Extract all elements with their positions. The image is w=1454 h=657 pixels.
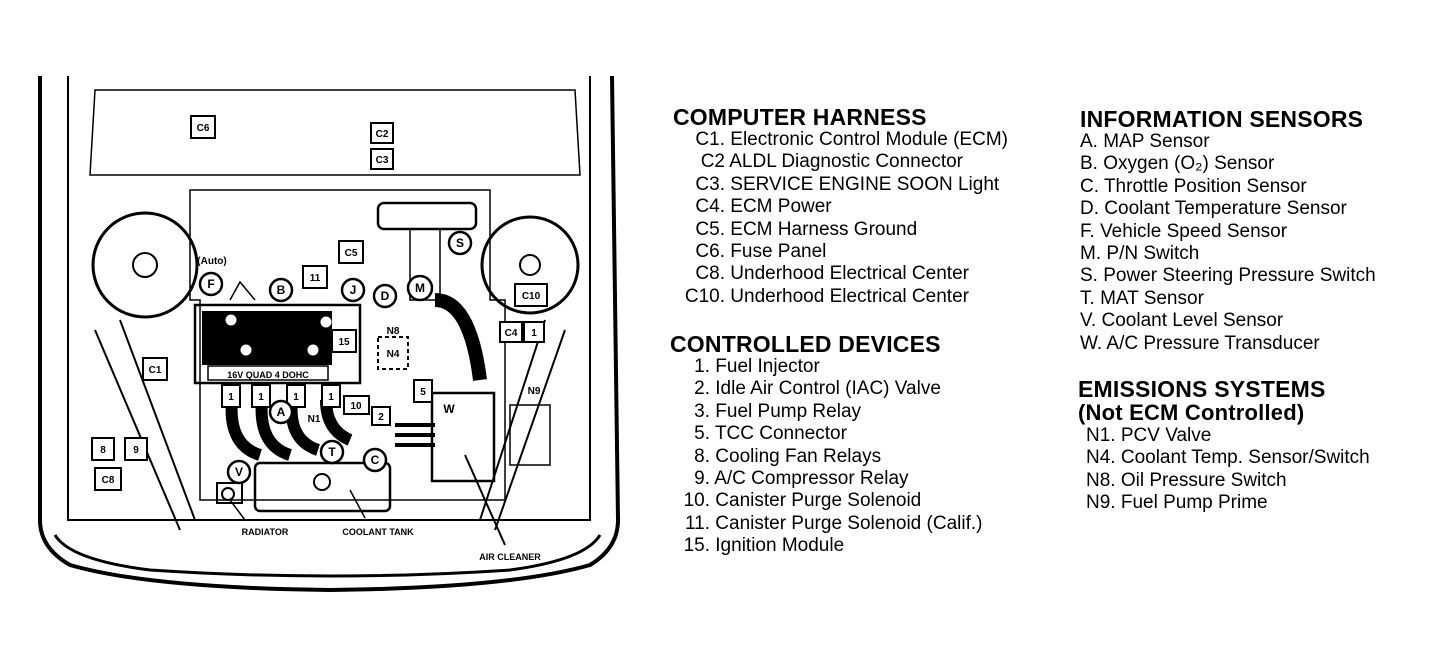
list-item: C2 ALDL Diagnostic Connector	[700, 151, 963, 173]
computer-harness-list: C1. Electronic Control Module (ECM) C2 A…	[673, 129, 1008, 308]
list-item: N1. PCV Valve	[1086, 425, 1212, 446]
emissions-systems-list: N1. PCV Valve N4. Coolant Temp. Sensor/S…	[1078, 425, 1370, 515]
list-item: C. Throttle Position Sensor	[1080, 175, 1307, 197]
callout-d: D	[381, 289, 390, 303]
right-strut-tower	[480, 215, 580, 315]
list-item: C1. Electronic Control Module (ECM)	[695, 129, 1008, 150]
callout-f: F	[207, 277, 214, 291]
valve-cover	[193, 303, 362, 385]
callout-c10: C10	[522, 291, 541, 302]
callout-r2: 2	[378, 412, 384, 423]
information-sensors-list: A. MAP Sensor B. Oxygen (O₂) Sensor C. T…	[1080, 131, 1376, 355]
callout-c1: C1	[149, 365, 162, 376]
callout-r9: 9	[133, 445, 139, 456]
engine-compartment-diagram: C6 C2 C3 C5 C10 C4 1 C1 C8 8 9 11 15 5 1…	[38, 75, 621, 593]
controlled-devices-section: CONTROLLED DEVICES 1. Fuel Injector 2. I…	[670, 332, 982, 558]
callout-n1: N1	[308, 414, 321, 425]
list-item: D. Coolant Temperature Sensor	[1080, 198, 1347, 220]
callout-r11: 11	[310, 273, 321, 284]
list-item: 9. A/C Compressor Relay	[694, 468, 909, 490]
list-item: T. MAT Sensor	[1080, 287, 1204, 309]
callout-r5: 5	[420, 387, 426, 398]
callout-c5: C5	[345, 248, 358, 259]
list-item: 2. Idle Air Control (IAC) Valve	[694, 378, 941, 400]
callout-c: C	[371, 453, 380, 467]
callout-box	[190, 115, 216, 139]
emissions-systems-section: EMISSIONS SYSTEMS (Not ECM Controlled) N…	[1078, 377, 1370, 515]
list-item: B. Oxygen (O₂) Sensor	[1080, 153, 1275, 175]
list-item: N9. Fuel Pump Prime	[1086, 492, 1268, 514]
callout-n8: N8	[387, 326, 400, 337]
callout-r1c: 1	[293, 392, 299, 403]
controlled-devices-title: CONTROLLED DEVICES	[670, 331, 941, 357]
callout-r1-right: 1	[531, 328, 537, 339]
callout-j: J	[350, 283, 357, 297]
list-item: 15. Ignition Module	[683, 535, 845, 557]
callout-m: M	[415, 281, 425, 295]
list-item: 10. Canister Purge Solenoid	[683, 490, 922, 512]
callout-b: B	[277, 283, 286, 297]
callout-c6: C6	[197, 123, 210, 134]
callout-v: V	[235, 465, 243, 479]
list-item: V. Coolant Level Sensor	[1080, 310, 1284, 332]
callout-r1e: 1	[328, 392, 334, 403]
computer-harness-title: COMPUTER HARNESS	[673, 104, 927, 130]
emissions-systems-subtitle: (Not ECM Controlled)	[1078, 400, 1305, 425]
callout-r10: 10	[350, 401, 362, 412]
emissions-systems-title: EMISSIONS SYSTEMS	[1078, 376, 1326, 402]
callout-c3: C3	[376, 155, 389, 166]
computer-harness-section: COMPUTER HARNESS C1. Electronic Control …	[673, 105, 1008, 308]
list-item: C6. Fuse Panel	[695, 241, 827, 263]
list-item: C5. ECM Harness Ground	[695, 218, 918, 240]
list-item: A. MAP Sensor	[1080, 131, 1210, 152]
callout-t: T	[328, 445, 336, 459]
callout-r15: 15	[338, 337, 350, 348]
controlled-devices-list: 1. Fuel Injector 2. Idle Air Control (IA…	[670, 356, 983, 558]
radiator-label: RADIATOR	[242, 527, 289, 537]
engine-block	[189, 189, 506, 501]
left-strut-tower	[91, 211, 199, 319]
list-item: C8. Underhood Electrical Center	[695, 263, 969, 285]
callout-a: A	[277, 405, 286, 419]
coolant-tank	[253, 461, 392, 513]
callout-s: S	[456, 236, 464, 250]
list-item: 8. Cooling Fan Relays	[694, 445, 882, 467]
coolant-tank-label: COOLANT TANK	[342, 527, 414, 537]
callout-c8: C8	[102, 475, 115, 486]
callout-n4: N4	[387, 349, 400, 360]
list-item: 5. TCC Connector	[694, 423, 847, 445]
callout-r1a: 1	[228, 392, 234, 403]
callout-c2: C2	[376, 129, 389, 140]
callout-r1b: 1	[258, 392, 264, 403]
list-item: C3. SERVICE ENGINE SOON Light	[695, 173, 1000, 195]
list-item: 1. Fuel Injector	[694, 356, 820, 377]
air-cleaner-label: AIR CLEANER	[479, 552, 541, 562]
information-sensors-section: INFORMATION SENSORS A. MAP Sensor B. Oxy…	[1080, 107, 1376, 355]
list-item: M. P/N Switch	[1080, 243, 1200, 265]
list-item: N4. Coolant Temp. Sensor/Switch	[1086, 447, 1370, 469]
callout-auto: (Auto)	[197, 256, 226, 267]
list-item: N8. Oil Pressure Switch	[1086, 469, 1287, 491]
callout-w: W	[443, 402, 455, 416]
list-item: 11. Canister Purge Solenoid (Calif.)	[684, 512, 983, 534]
callout-c4: C4	[505, 328, 518, 339]
list-item: C10. Underhood Electrical Center	[684, 285, 969, 307]
list-item: F. Vehicle Speed Sensor	[1080, 220, 1288, 242]
list-item: 3. Fuel Pump Relay	[694, 400, 862, 422]
hood-outline	[38, 75, 621, 593]
callout-r8: 8	[100, 445, 106, 456]
callout-n9: N9	[528, 386, 541, 397]
list-item: S. Power Steering Pressure Switch	[1080, 265, 1376, 287]
list-item: C4. ECM Power	[695, 196, 832, 218]
air-cleaner-box	[430, 391, 496, 483]
engine-label: 16V QUAD 4 DOHC	[227, 370, 309, 380]
list-item: W. A/C Pressure Transducer	[1080, 332, 1320, 354]
information-sensors-title: INFORMATION SENSORS	[1080, 106, 1364, 132]
